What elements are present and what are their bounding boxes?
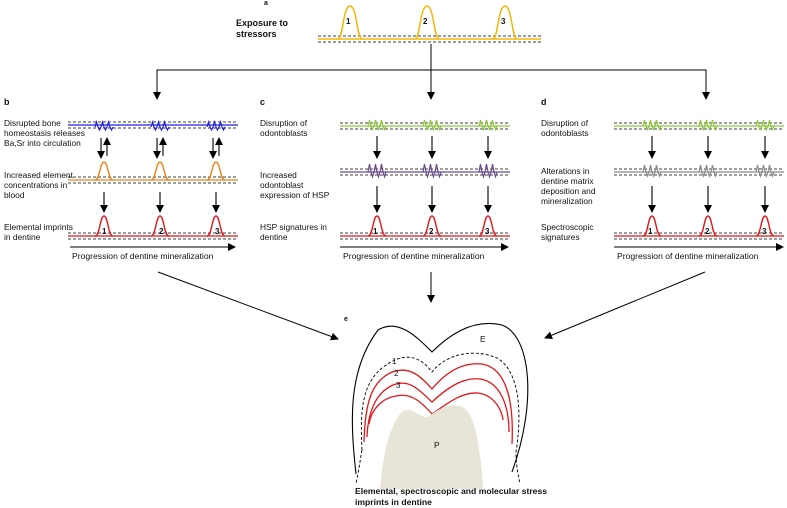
d-matrix-burst-1 <box>642 164 662 178</box>
panel-d-imprint-1: 1 <box>648 227 653 236</box>
d-odonto-burst-3 <box>755 119 775 132</box>
panel-b-row-2: Increased element concentrations in bloo… <box>4 170 73 200</box>
d-imprint-peak-1 <box>642 215 662 237</box>
b-imprint-peak-2 <box>150 215 170 237</box>
c-odonto-burst-3 <box>478 119 498 132</box>
panel-c-row-3: HSP signatures in dentine <box>260 222 327 242</box>
d-matrix-burst-3 <box>755 164 775 178</box>
blood-peak-3 <box>206 161 226 181</box>
panel-d-row-3: Spectroscopic signatures <box>541 222 594 242</box>
stress-peak-2-number: 2 <box>423 17 428 26</box>
panel-d-row-2: Alterations in dentine matrix deposition… <box>541 166 596 206</box>
b-imprint-peak-3 <box>206 215 226 237</box>
panel-d-graphics <box>614 119 784 251</box>
panel-d-imprint-3: 3 <box>762 227 767 236</box>
stress-peak-3 <box>492 5 518 40</box>
stress-line-2-number: 2 <box>394 369 399 378</box>
panel-d-imprint-2: 2 <box>705 227 710 236</box>
tooth-cross-section <box>351 323 529 489</box>
c-hsp-burst-1 <box>367 163 387 179</box>
exposure-label: Exposure to stressors <box>236 18 289 39</box>
exposure-timeline <box>318 5 541 43</box>
d-odonto-burst-1 <box>642 119 662 132</box>
blood-peak-2 <box>150 161 170 181</box>
panel-c-row-1: Disruption of odontoblasts <box>260 118 308 138</box>
panel-c-imprint-1: 1 <box>373 227 378 236</box>
d-odonto-burst-2 <box>698 119 718 132</box>
stress-line-3-number: 3 <box>396 381 401 390</box>
pulp-chamber <box>380 405 483 489</box>
bone-burst-1 <box>94 119 114 132</box>
d-imprint-peak-3 <box>755 215 775 237</box>
c-hsp-burst-2 <box>422 163 442 179</box>
converging-arrows <box>157 271 706 341</box>
c-imprint-peak-3 <box>478 215 498 237</box>
blood-peak-1 <box>94 161 114 181</box>
panel-b-letter: b <box>4 97 10 107</box>
d-matrix-burst-2 <box>698 164 718 178</box>
stress-line-1-number: 1 <box>392 357 397 366</box>
panel-b-imprint-3: 3 <box>215 227 220 236</box>
stress-peak-3-number: 3 <box>501 17 506 26</box>
d-imprint-peak-2 <box>698 215 718 237</box>
c-hsp-burst-3 <box>478 163 498 179</box>
pulp-label: P <box>434 440 440 450</box>
stress-line-2 <box>366 378 510 438</box>
panel-d-row-1: Disruption of odontoblasts <box>541 118 589 138</box>
panel-b-progression: Progression of dentine mineralization <box>72 251 214 261</box>
panel-c-row-2: Increased odontoblast expression of HSP <box>260 170 330 200</box>
enamel-label: E <box>480 334 486 344</box>
panel-e-caption: Elemental, spectroscopic and molecular s… <box>355 486 548 507</box>
c-imprint-peak-1 <box>367 215 387 237</box>
branch-arrows <box>153 44 710 100</box>
panel-e-letter: e <box>344 316 348 323</box>
c-imprint-peak-2 <box>422 215 442 237</box>
panel-b-row-1: Disrupted bone homeostasis releases Ba,S… <box>4 118 85 148</box>
stress-line-1 <box>363 363 513 445</box>
panel-c-letter: c <box>260 97 266 107</box>
panel-c-progression: Progression of dentine mineralization <box>343 251 485 261</box>
panel-b-row-3: Elemental imprints in dentine <box>4 222 73 242</box>
panel-d-letter: d <box>541 97 547 107</box>
panel-a-letter: a <box>264 0 268 7</box>
dentino-enamel-junction <box>360 352 521 485</box>
panel-b-graphics <box>68 119 238 251</box>
c-odonto-burst-1 <box>367 119 387 132</box>
panel-d-progression: Progression of dentine mineralization <box>617 251 759 261</box>
panel-c-graphics <box>340 119 510 251</box>
panel-c-imprint-2: 2 <box>429 227 434 236</box>
bone-burst-2 <box>150 119 170 132</box>
enamel-outline <box>351 323 529 475</box>
stress-peak-2 <box>414 5 440 40</box>
b-imprint-peak-1 <box>94 215 114 237</box>
stress-peak-1-number: 1 <box>346 17 351 26</box>
panel-c-imprint-3: 3 <box>485 227 490 236</box>
bone-burst-3 <box>206 119 226 132</box>
c-odonto-burst-2 <box>422 119 442 132</box>
stress-peak-1 <box>337 5 363 40</box>
panel-b-imprint-1: 1 <box>102 227 107 236</box>
panel-b-imprint-2: 2 <box>159 227 164 236</box>
